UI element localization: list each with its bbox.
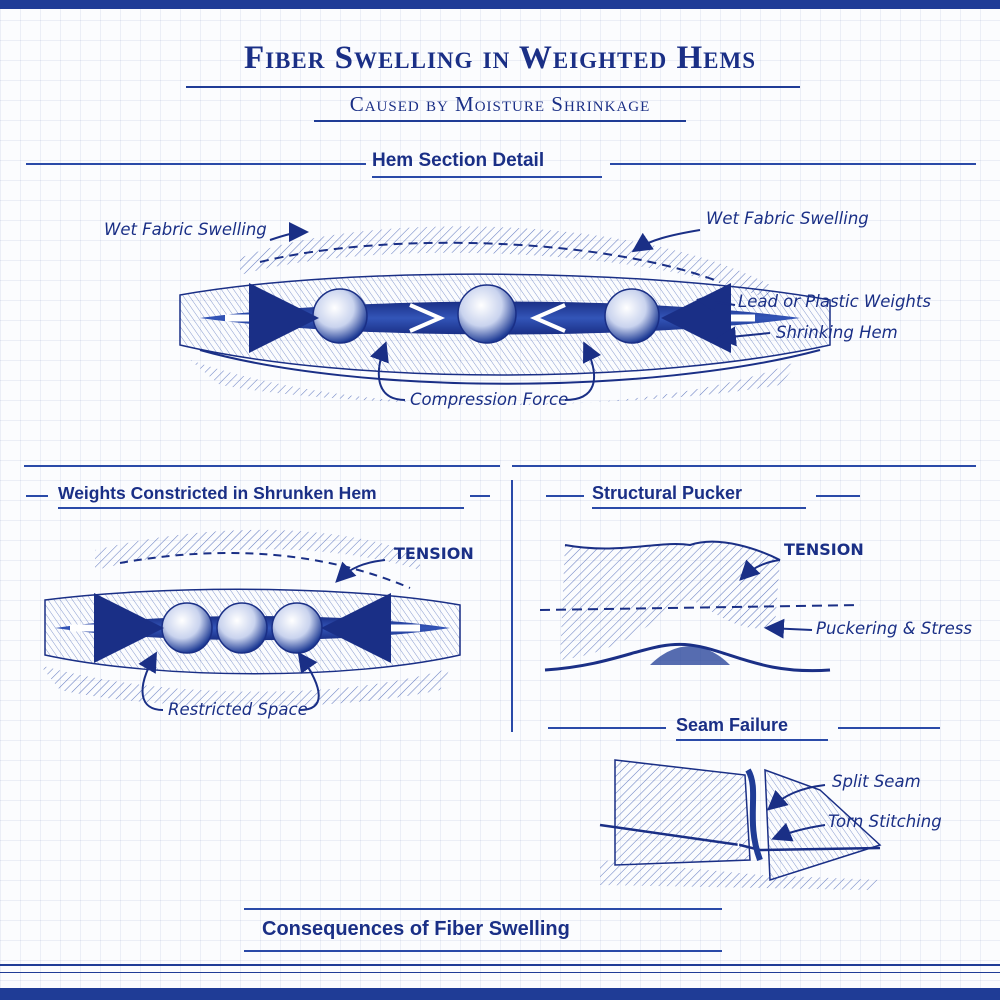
label-restricted-space: Restricted Space <box>168 700 308 719</box>
compression-chevron-1 <box>409 303 446 333</box>
compression-arrow-callout-right <box>564 341 601 401</box>
panel-divider <box>511 480 513 732</box>
right-panel-top-rule <box>512 465 976 467</box>
constricted-tension-arrow <box>335 559 386 583</box>
constricted-top-fabric <box>95 529 420 570</box>
seam-rule-right <box>838 727 940 729</box>
label-torn-stitching: Torn Stitching <box>828 812 942 831</box>
pucker-heading: Structural Pucker <box>592 483 743 503</box>
title-underline <box>186 86 800 88</box>
compression-arrow-callout-left <box>370 341 406 401</box>
pucker-bottom-edge <box>544 642 831 673</box>
bottom-border-bar <box>0 988 1000 1000</box>
bottom-rule-1 <box>0 964 1000 966</box>
label-weights: Lead or Plastic Weights <box>738 292 931 311</box>
label-shrinking-hem: Shrinking Hem <box>776 323 898 342</box>
label-puckering-stress: Puckering & Stress <box>816 619 972 638</box>
weight-ball-3 <box>604 288 660 344</box>
hem-detail-rule-left <box>26 163 366 165</box>
seam-heading: Seam Failure <box>676 715 789 735</box>
split-gap <box>745 768 763 862</box>
pucker-rule-left <box>546 495 584 497</box>
pucker-fabric <box>560 541 780 660</box>
pucker-shadow <box>650 646 730 665</box>
seam-illustration <box>599 759 882 890</box>
top-border-bar <box>0 0 1000 9</box>
shrinking-arrow <box>716 326 771 347</box>
hem-section-illustration <box>179 222 831 405</box>
pucker-tension-arrow <box>739 559 781 581</box>
hem-detail-underline <box>372 176 602 178</box>
page-subtitle: Caused by Moisture Shrinkage <box>349 92 651 116</box>
label-split-seam: Split Seam <box>832 772 921 791</box>
pucker-underline <box>592 507 806 509</box>
hem-detail-rule-right <box>610 163 976 165</box>
weights-arrow <box>696 292 736 313</box>
hem-detail-heading: Hem Section Detail <box>372 150 545 171</box>
pucker-seam-line <box>539 604 861 611</box>
bottom-rule-2 <box>0 972 1000 973</box>
page-title: Fiber Swelling in Weighted Hems <box>243 40 757 76</box>
seam-rule-left <box>548 727 666 729</box>
left-panel-top-rule <box>24 465 500 467</box>
constricted-illustration <box>40 529 461 711</box>
weight-ball-2 <box>457 284 517 344</box>
constricted-underline <box>58 507 464 509</box>
compression-chevron-2 <box>529 303 566 333</box>
label-constricted-tension: TENSION <box>394 544 474 563</box>
split-seam-arrow <box>766 784 826 811</box>
torn-stitch-line <box>737 779 741 861</box>
seam-bottom-fabric <box>600 860 880 890</box>
wet-left-arrow <box>269 222 309 243</box>
footer-rule-top <box>244 908 722 910</box>
label-compression-force: Compression Force <box>410 390 569 409</box>
weight-ball-1 <box>312 288 368 344</box>
constricted-rule-left <box>26 495 48 497</box>
constricted-rule-right <box>470 495 490 497</box>
constricted-ball-1 <box>161 602 213 654</box>
constricted-ball-3 <box>271 602 323 654</box>
label-wet-fabric-right: Wet Fabric Swelling <box>706 209 869 228</box>
restricted-arrow-right <box>297 651 320 711</box>
footer-heading: Consequences of Fiber Swelling <box>262 918 570 940</box>
seam-left-panel <box>614 759 751 866</box>
constricted-stitch <box>119 552 411 589</box>
footer-rule-bottom <box>244 950 722 952</box>
torn-stitching-arrow <box>771 822 826 842</box>
label-pucker-tension: TENSION <box>784 540 864 559</box>
pucker-top-edge <box>564 540 781 561</box>
subtitle-underline <box>314 120 686 122</box>
label-wet-fabric-left: Wet Fabric Swelling <box>104 220 267 239</box>
wet-right-arrow <box>631 229 701 253</box>
constricted-ball-2 <box>216 602 268 654</box>
pucker-illustration <box>539 540 861 673</box>
seam-line <box>599 823 881 852</box>
restricted-arrow-left <box>138 651 164 711</box>
puckering-arrow <box>764 618 813 639</box>
pucker-rule-right <box>816 495 860 497</box>
constricted-heading: Weights Constricted in Shrunken Hem <box>58 483 377 503</box>
hem-top-stitch <box>259 241 721 283</box>
hem-bottom-edge <box>199 349 821 385</box>
seam-underline <box>676 739 828 741</box>
